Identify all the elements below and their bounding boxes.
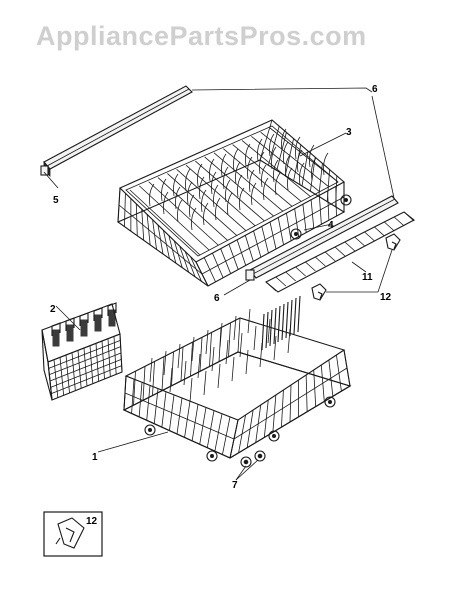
lower-rack-wheel (240, 450, 266, 468)
rail-end-cap-left (40, 165, 49, 176)
callout-3: 3 (346, 127, 352, 138)
callout-12: 12 (380, 292, 392, 303)
rail-clip-left (311, 283, 327, 301)
upper-rack-rail-left (43, 85, 193, 177)
callout-6-lower: 6 (214, 293, 220, 304)
callout-4: 4 (328, 220, 334, 231)
upper-rack (116, 119, 352, 287)
watermark-text: AppliancePartsPros.com (36, 21, 367, 51)
silverware-basket (41, 302, 123, 401)
upper-rack-rail-right (245, 195, 399, 281)
callout-5: 5 (53, 195, 59, 206)
clip-detail-inset (43, 511, 103, 557)
callout-12-inset: 12 (86, 516, 98, 527)
callout-1: 1 (92, 452, 98, 463)
lower-rack (122, 295, 352, 462)
rail-clip-right (385, 233, 401, 251)
callout-7: 7 (232, 480, 238, 491)
leader-lines (43, 87, 395, 481)
callout-2: 2 (50, 304, 56, 315)
callout-6-top: 6 (372, 84, 378, 95)
callout-11: 11 (362, 272, 373, 283)
rail-track (265, 211, 415, 293)
